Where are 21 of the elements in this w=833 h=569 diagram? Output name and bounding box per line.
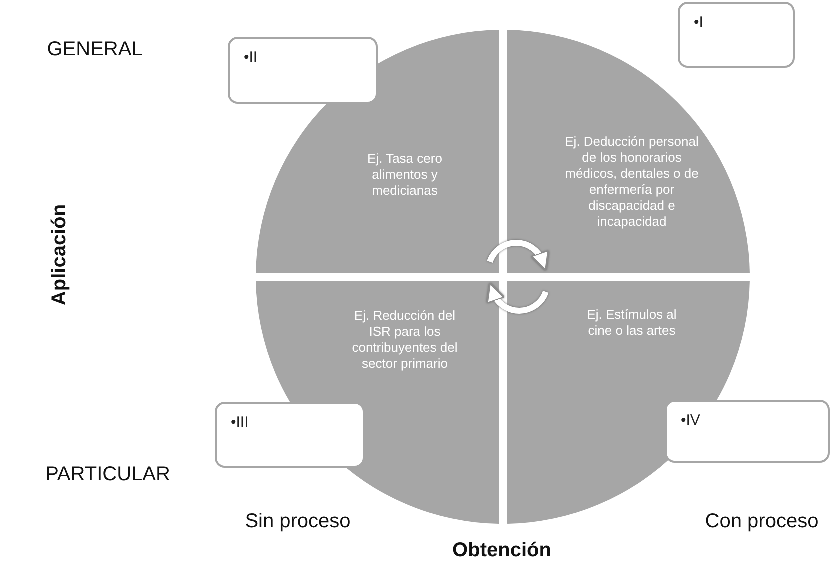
rounded-box [678,2,795,68]
axis-label: Sin proceso [245,510,351,534]
rounded-box [215,402,365,468]
rounded-box [228,37,378,104]
quadrant-text: Ej. Deducción personal de los honorarios médicos, dentales o de enfermería por discapacidad e incapacidad [564,134,700,230]
quadrant-segment [256,30,499,273]
box-text: •I [694,14,704,31]
box-text: •III [231,414,249,431]
axis-title: Aplicación [48,204,72,306]
cycle-arrow [487,282,549,314]
box-text: •II [244,49,258,66]
rounded-box [665,400,830,463]
axis-label: PARTICULAR [46,464,170,486]
axis-title: Obtención [452,540,552,562]
quadrant-text: Ej. Estímulos al cine o las artes [586,307,678,339]
quadrant-text: Ej. Tasa cero alimentos y medicianas [366,151,444,199]
quadrant-text: Ej. Reducción del ISR para los contribuyentes del sector primario [351,308,459,372]
axis-label: GENERAL [47,38,143,62]
quadrant-segment [507,30,750,273]
axis-label: Con proceso [705,510,819,534]
box-text: •IV [681,412,700,429]
